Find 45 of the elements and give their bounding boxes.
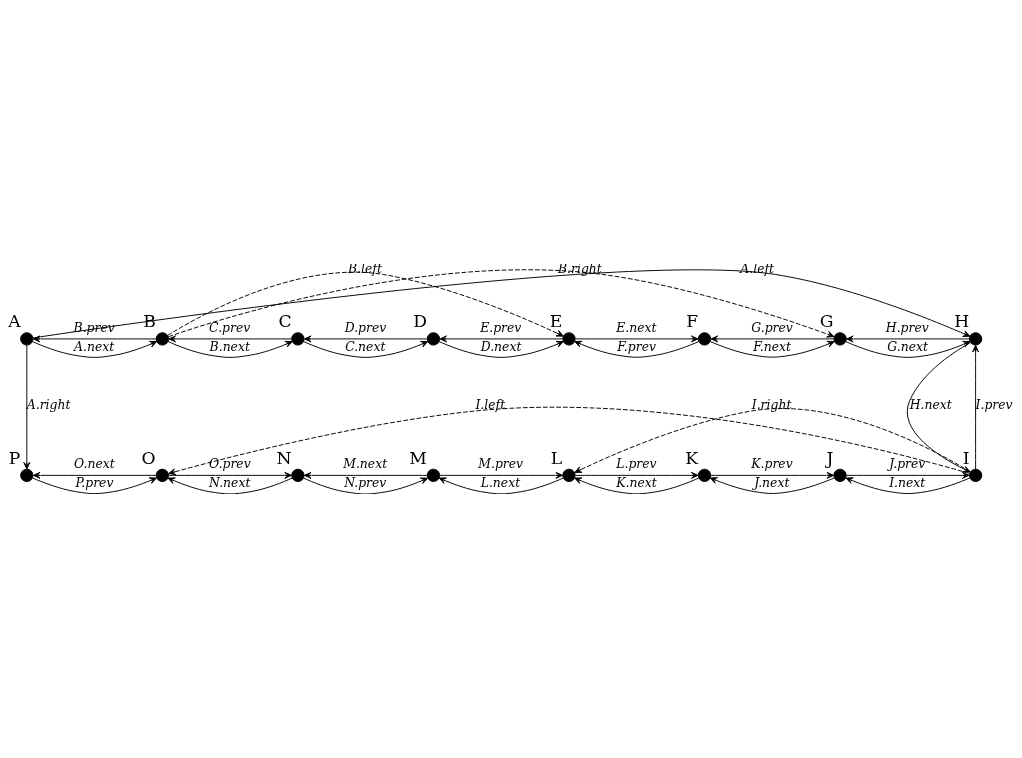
edge-label: D.next: [480, 338, 522, 354]
edge-label: M.next: [343, 456, 388, 472]
node-label: I: [962, 447, 970, 468]
edge-label: F.next: [753, 338, 792, 354]
edge-label: L.prev: [616, 456, 657, 472]
edge-label: P.prev: [75, 475, 114, 491]
node-label: M: [409, 447, 427, 468]
edge-label: B.next: [209, 338, 250, 354]
edge-label: G.prev: [751, 319, 793, 335]
edge-label: A.next: [74, 338, 115, 354]
node-label: J: [826, 447, 834, 468]
node-label: L: [550, 447, 563, 468]
edge-label: H.prev: [885, 319, 929, 335]
edge-label: C.next: [345, 338, 386, 354]
edge-label: I.right: [751, 397, 792, 413]
edge-label: O.next: [74, 456, 115, 472]
edge-label: N.next: [209, 475, 251, 491]
node-label: E: [549, 311, 563, 332]
edge-label: F.prev: [617, 338, 656, 354]
edge-label: L.next: [480, 475, 521, 491]
edge-label: I.next: [889, 475, 926, 491]
node-label: P: [8, 447, 21, 468]
edge-label: K.prev: [751, 456, 793, 472]
node-label: G: [819, 311, 834, 332]
edge-label: I.left: [475, 397, 506, 413]
edge-label: J.prev: [889, 456, 926, 472]
node-label: F: [686, 311, 699, 332]
edge-label: G.next: [887, 338, 928, 354]
node-label: C: [278, 311, 292, 332]
node-label: D: [413, 311, 427, 332]
edge-label: H.next: [909, 397, 952, 413]
edge-label: O.prev: [209, 456, 251, 472]
node-label: H: [954, 311, 970, 332]
edge-label: M.prev: [478, 456, 524, 472]
node-label: O: [141, 447, 156, 468]
node-label: K: [685, 447, 699, 468]
edge-label: E.prev: [480, 319, 522, 335]
edge-label: E.next: [616, 319, 657, 335]
edge-label: J.next: [754, 475, 790, 491]
node-label: N: [276, 447, 292, 468]
edge-label: C.prev: [209, 319, 251, 335]
edge-label: D.prev: [344, 319, 387, 335]
node-label: A: [8, 311, 21, 332]
edge-label: K.next: [616, 475, 657, 491]
edge-label: N.prev: [344, 475, 387, 491]
